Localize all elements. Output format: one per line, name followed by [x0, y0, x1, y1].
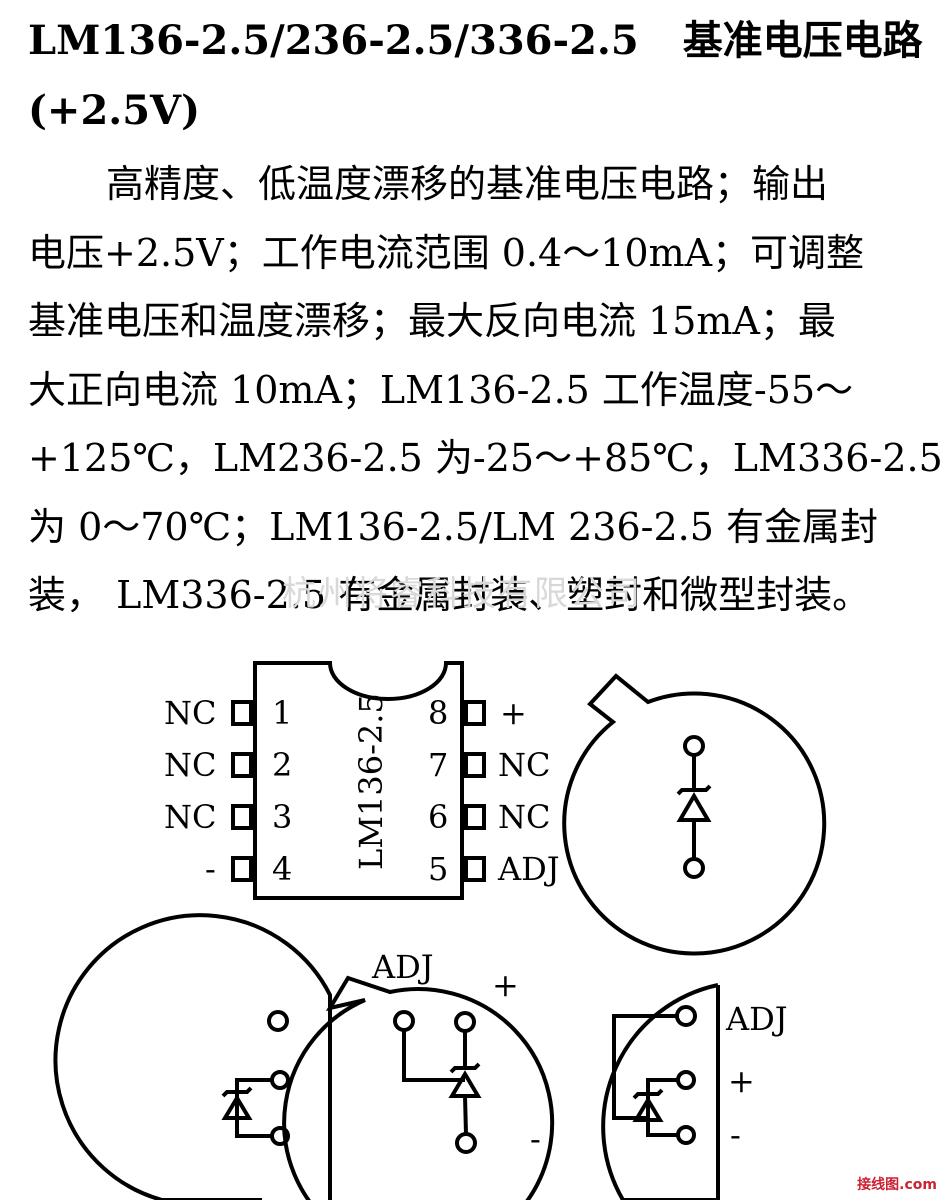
description-paragraph: 高精度、低温度漂移的基准电压电路；输出 电压+2.5V；工作电流范围 0.4～1… — [28, 150, 943, 630]
footer-logo: 接线图.com — [857, 1177, 937, 1193]
pin-label: ADJ — [497, 850, 560, 888]
pin-number: 6 — [428, 798, 448, 836]
description-line: 为 0～70℃；LM136-2.5/LM 236-2.5 有金属封 — [28, 504, 878, 549]
pin-number: 3 — [272, 798, 292, 836]
lead-circle — [270, 1126, 290, 1146]
lead-circle — [455, 1132, 477, 1154]
package-outline — [282, 975, 555, 1200]
zener-triangle — [221, 1094, 253, 1120]
description-line: 大正向电流 10mA；LM136-2.5 工作温度-55～ — [28, 367, 854, 412]
minus-label: - — [730, 1116, 741, 1154]
round-package-bottom-middle — [282, 975, 555, 1200]
minus-label: - — [530, 1120, 541, 1158]
description-line: 电压+2.5V；工作电流范围 0.4～10mA；可调整 — [28, 230, 865, 275]
pin-pad — [464, 700, 486, 726]
pin-label: NC — [498, 746, 550, 784]
adj-label: ADJ — [725, 1000, 788, 1038]
zener-bar — [221, 1086, 253, 1098]
lead-circle — [393, 1010, 415, 1032]
watermark: 杭州将睿科技有限公司 — [282, 574, 642, 614]
pin-pad — [231, 752, 253, 778]
package-outline — [562, 673, 827, 956]
pin-pad — [231, 700, 253, 726]
lead-circle — [270, 1070, 290, 1090]
pin-label: NC — [498, 798, 550, 836]
dip-body — [253, 661, 464, 900]
pin-pad — [464, 804, 486, 830]
zener-bar — [676, 784, 712, 796]
title-voltage: (+2.5V) — [28, 87, 200, 134]
lead-circle — [454, 1011, 476, 1033]
pin-number: 5 — [428, 850, 448, 888]
package-outline — [53, 913, 332, 1200]
pin-number: 7 — [428, 746, 448, 784]
pin-label: NC — [164, 798, 216, 836]
zener-triangle — [632, 1096, 664, 1122]
pin-label: - — [205, 850, 216, 888]
description-line: 装， LM336-2.5 有金属封装、塑封和微型封装。 — [28, 573, 871, 617]
lead-circle — [683, 857, 705, 879]
description-line: +125℃，LM236-2.5 为-25～+85℃，LM336-2.5 — [28, 436, 943, 480]
zener-bar — [632, 1088, 664, 1100]
to92-package-top-right — [562, 673, 827, 956]
description-line: 高精度、低温度漂移的基准电压电路；输出 — [106, 162, 829, 206]
title-part-numbers: LM136-2.5/236-2.5/336-2.5 — [28, 17, 639, 64]
description-line: 基准电压和温度漂移；最大反向电流 15mA；最 — [28, 299, 836, 343]
pin-pad — [231, 804, 253, 830]
zener-triangle — [448, 1070, 482, 1098]
zener-bar — [449, 1062, 481, 1074]
pin-label: NC — [164, 694, 216, 732]
pin-pad — [231, 856, 253, 882]
plus-label: + — [728, 1062, 755, 1100]
pin-number: 2 — [272, 746, 292, 784]
pin-label: NC — [164, 746, 216, 784]
round-package-bottom-right — [601, 983, 720, 1200]
lead-circle — [683, 735, 705, 757]
pin-pad — [464, 856, 486, 882]
pin-number: 4 — [272, 850, 292, 888]
pin-number: 8 — [428, 694, 448, 732]
plus-label: + — [492, 966, 519, 1004]
pin-pad — [464, 752, 486, 778]
lead-circle — [676, 1070, 696, 1090]
page-title: LM136-2.5/236-2.5/336-2.5 基准电压电路 (+2.5V) — [28, 6, 928, 146]
pin-label: + — [500, 694, 527, 732]
round-package-bottom-left — [53, 913, 332, 1200]
chip-part-label: LM136-2.5 — [352, 693, 390, 870]
lead-circle — [676, 1125, 696, 1145]
adj-label: ADJ — [371, 948, 434, 986]
dip-package — [231, 661, 486, 900]
lead-circle — [675, 1005, 697, 1027]
title-circuit-name: 基准电压电路 — [682, 17, 923, 64]
lead-circle — [267, 1010, 289, 1032]
zener-triangle — [676, 792, 712, 822]
package-outline — [601, 983, 720, 1200]
pin-number: 1 — [272, 694, 292, 732]
